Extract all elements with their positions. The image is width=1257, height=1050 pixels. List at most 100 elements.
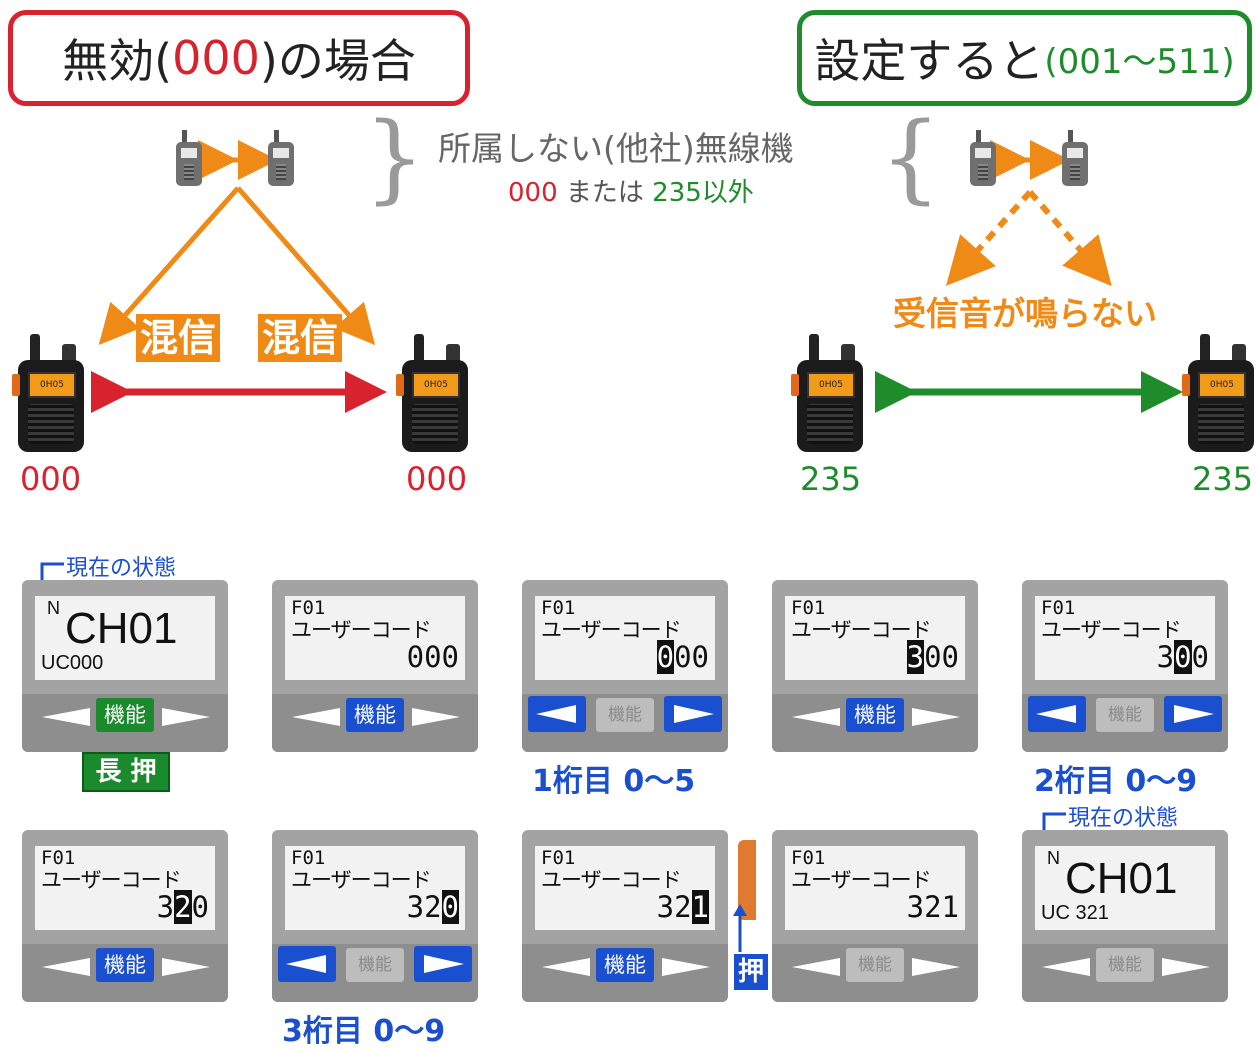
menu-number: F01 — [291, 847, 326, 869]
connection-arrows — [91, 140, 1183, 413]
user-code-value: 320 — [41, 890, 209, 924]
function-button[interactable]: 機能 — [346, 948, 404, 982]
right-arrow-icon[interactable] — [162, 708, 210, 726]
screen-digit2-edit: F01 ユーザーコード 300 機能 — [1022, 580, 1228, 752]
radio-code-right-b: 235 — [1192, 460, 1254, 498]
left-arrow-icon[interactable] — [292, 708, 340, 726]
screen-digit3-edit: F01 ユーザーコード 320 機能 — [272, 830, 478, 1002]
right-arrow-icon[interactable] — [912, 708, 960, 726]
right-arrow-icon[interactable] — [1162, 958, 1210, 976]
n-indicator: N — [1047, 848, 1060, 868]
user-code-display: UC 321 — [1041, 902, 1109, 924]
remaining-digits: 00 — [674, 640, 709, 674]
radio-icon: 0H05 — [791, 334, 865, 454]
orange-arrow-right — [236, 186, 376, 346]
mini-radio-icon — [970, 130, 1000, 186]
left-arrow-icon[interactable] — [42, 708, 90, 726]
user-code-label: ユーザーコード — [791, 868, 932, 892]
radio-code-right-a: 235 — [800, 460, 862, 498]
header-invalid-post: )の場合 — [259, 34, 416, 88]
header-invalid: 無効(000)の場合 — [8, 10, 470, 106]
left-arrow-icon[interactable] — [792, 958, 840, 976]
cursor-digit: 1 — [691, 890, 709, 924]
right-arrow-button[interactable] — [414, 946, 472, 982]
function-button[interactable]: 機能 — [1096, 698, 1154, 732]
user-code-value: 321 — [906, 890, 959, 924]
other-company-radios-label: 所属しない(他社)無線機 — [438, 129, 794, 168]
radio-icon: 0H05 — [396, 334, 470, 454]
function-button[interactable]: 機能 — [346, 698, 404, 732]
left-arrow-icon[interactable] — [1042, 958, 1090, 976]
orange-arrow-left — [98, 186, 240, 345]
right-arrow-icon[interactable] — [162, 958, 210, 976]
remaining-digits: 0 — [1191, 640, 1209, 674]
function-button[interactable]: 機能 — [846, 948, 904, 982]
function-button[interactable]: 機能 — [96, 698, 154, 732]
function-button[interactable]: 機能 — [96, 948, 154, 982]
function-button[interactable]: 機能 — [596, 948, 654, 982]
set-digits: 32 — [406, 890, 442, 924]
user-code-value: 320 — [291, 890, 459, 924]
header-configured-main: 設定すると — [814, 34, 1045, 88]
up-arrow-icon — [733, 904, 747, 952]
remaining-digits: 00 — [924, 640, 959, 674]
function-button[interactable]: 機能 — [1096, 948, 1154, 982]
radio-code-left-a: 000 — [20, 460, 82, 498]
interference-tag-left: 混信 — [136, 314, 221, 362]
cursor-digit: 0 — [441, 890, 459, 924]
brace-left: } — [364, 102, 426, 214]
screen-digit1-edit: F01 ユーザーコード 000 機能 — [522, 580, 728, 752]
cursor-digit: 0 — [656, 640, 675, 674]
other-codes-note: 000 または 235以外 — [508, 172, 754, 209]
menu-number: F01 — [791, 847, 826, 869]
remaining-digits: 0 — [191, 890, 209, 924]
user-code-value: 321 — [541, 890, 709, 924]
left-arrow-button[interactable] — [278, 946, 336, 982]
user-code-label: ユーザーコード — [541, 868, 682, 892]
channel-display: CH01 — [65, 604, 178, 653]
right-arrow-icon[interactable] — [412, 708, 460, 726]
menu-number: F01 — [291, 597, 326, 619]
left-arrow-button[interactable] — [1028, 696, 1086, 732]
left-arrow-icon[interactable] — [792, 708, 840, 726]
user-code-value: 000 — [406, 640, 459, 674]
header-configured: 設定すると(001～511) — [797, 10, 1252, 106]
user-code-label: ユーザーコード — [41, 868, 182, 892]
push-badge: 押 — [734, 954, 768, 990]
user-code-label: ユーザーコード — [291, 868, 432, 892]
screen-user-code-321: F01 ユーザーコード 321 機能 — [772, 830, 978, 1002]
user-code-label: ユーザーコード — [291, 618, 432, 642]
set-digits: 32 — [656, 890, 692, 924]
screen-digit2-set: F01 ユーザーコード 320 機能 — [22, 830, 228, 1002]
radio-code-left-b: 000 — [406, 460, 468, 498]
no-ring-label: 受信音が鳴らない — [893, 294, 1157, 333]
function-button[interactable]: 機能 — [596, 698, 654, 732]
mini-radio-icon — [268, 130, 298, 186]
left-arrow-icon[interactable] — [542, 958, 590, 976]
ptt-side-key[interactable] — [738, 840, 756, 920]
user-code-label: ユーザーコード — [541, 618, 682, 642]
right-arrow-button[interactable] — [664, 696, 722, 732]
menu-number: F01 — [541, 847, 576, 869]
note-mid: または — [557, 178, 653, 208]
screen-user-code-000: F01 ユーザーコード 000 機能 — [272, 580, 478, 752]
user-code-value: 300 — [1041, 640, 1209, 674]
screen-digit3-set: F01 ユーザーコード 321 機能 — [522, 830, 728, 1002]
brace-right: { — [880, 102, 942, 214]
user-code-label: ユーザーコード — [1041, 618, 1182, 642]
user-code-value: 300 — [791, 640, 959, 674]
set-digits: 3 — [156, 890, 175, 924]
screen-digit1-set: F01 ユーザーコード 300 機能 — [772, 580, 978, 752]
user-code-display: UC000 — [41, 652, 104, 674]
right-arrow-icon[interactable] — [912, 958, 960, 976]
radio-icon: 0H05 — [12, 334, 86, 454]
note-code-b: 235以外 — [652, 178, 754, 208]
left-arrow-button[interactable] — [528, 696, 586, 732]
right-arrow-button[interactable] — [1164, 696, 1222, 732]
set-digits: 3 — [1156, 640, 1175, 674]
left-arrow-icon[interactable] — [42, 958, 90, 976]
user-code-value: 000 — [541, 640, 709, 674]
radio-icon: 0H05 — [1182, 334, 1256, 454]
right-arrow-icon[interactable] — [662, 958, 710, 976]
function-button[interactable]: 機能 — [846, 698, 904, 732]
